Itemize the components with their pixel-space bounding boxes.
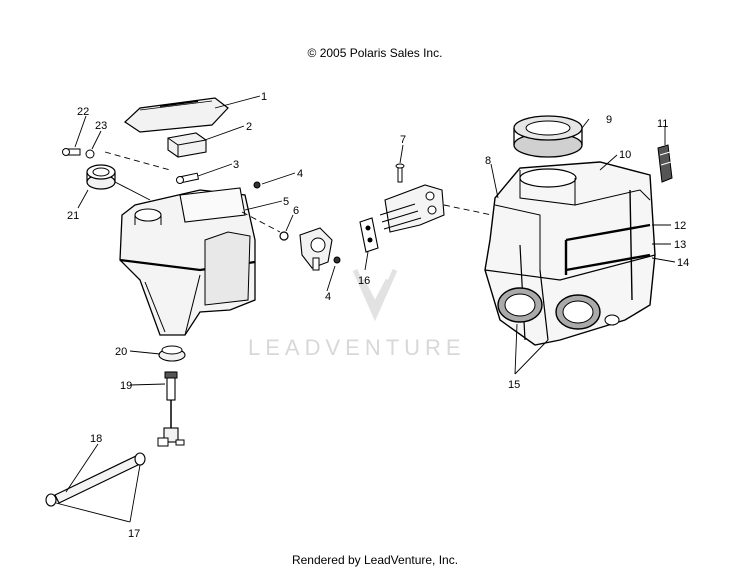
callout-10: 10 <box>619 149 631 161</box>
part-18-hose <box>45 452 146 507</box>
part-22-bolt <box>62 148 81 156</box>
callout-9: 9 <box>606 114 612 126</box>
part-16-clip <box>359 217 379 253</box>
callout-14: 14 <box>677 257 689 269</box>
callout-23: 23 <box>95 120 107 132</box>
part-4-nut-b <box>333 256 341 264</box>
part-2-pad <box>167 132 207 158</box>
footer-text: Rendered by LeadVenture, Inc. <box>291 553 459 567</box>
part-3-screw <box>176 172 200 184</box>
part-11-clip <box>657 144 673 183</box>
callout-16: 16 <box>358 275 370 287</box>
callout-15: 15 <box>508 379 520 391</box>
callout-19: 19 <box>120 380 132 392</box>
part-5-tank <box>119 187 256 336</box>
callout-17: 17 <box>128 528 140 540</box>
part-1-lid <box>124 97 229 133</box>
callout-21: 21 <box>67 210 79 222</box>
callout-7: 7 <box>400 134 406 146</box>
copyright-text: © 2005 Polaris Sales Inc. <box>307 46 443 60</box>
part-connector <box>379 184 445 233</box>
part-21-cap <box>86 164 116 190</box>
callout-3: 3 <box>233 159 239 171</box>
watermark-text: LEADVENTURE <box>248 335 466 360</box>
callout-5: 5 <box>283 196 289 208</box>
callout-11: 11 <box>657 118 668 130</box>
callout-numbers: 1 2 3 4 5 6 7 8 9 10 11 12 13 14 15 16 1… <box>67 91 689 540</box>
part-23-washer <box>85 149 95 159</box>
part-19-valve <box>157 371 185 447</box>
part-7-screw <box>395 163 405 183</box>
callout-22: 22 <box>77 106 89 118</box>
part-valve <box>299 227 333 271</box>
callout-6: 6 <box>293 205 299 217</box>
callout-1: 1 <box>261 91 267 103</box>
callout-8: 8 <box>485 155 491 167</box>
part-20-grommet <box>158 345 186 362</box>
callout-20: 20 <box>115 346 127 358</box>
callout-13: 13 <box>674 239 686 251</box>
callout-2: 2 <box>246 121 252 133</box>
callout-4: 4 <box>297 168 303 180</box>
part-4-nut-a <box>253 181 261 189</box>
part-8-airbox <box>484 161 656 346</box>
callout-12: 12 <box>674 220 686 232</box>
watermark: LEADVENTURE <box>248 268 466 360</box>
callout-18: 18 <box>90 433 102 445</box>
leader-lines <box>55 95 676 523</box>
part-6-washer <box>279 231 289 241</box>
part-9-ring <box>513 115 583 158</box>
callout-4-lower: 4 <box>325 291 331 303</box>
